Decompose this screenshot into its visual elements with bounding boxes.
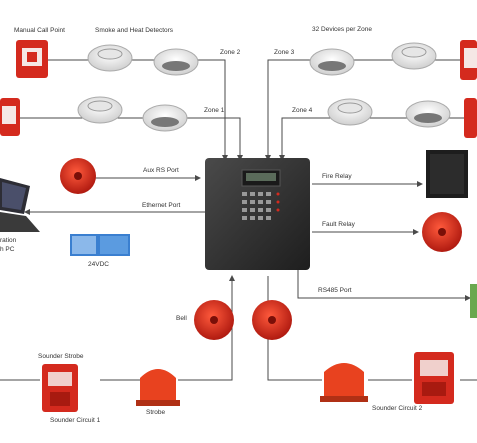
detector-3 bbox=[309, 48, 355, 76]
manual-call-point-top-left bbox=[16, 40, 48, 78]
label-ethernet-port: Ethernet Port bbox=[142, 202, 181, 209]
label-sounder-strobe: Sounder Strobe bbox=[38, 353, 84, 360]
manual-call-point-mid-right bbox=[464, 98, 477, 138]
label-fire-relay: Fire Relay bbox=[322, 173, 352, 180]
manual-call-point-top-right bbox=[460, 40, 477, 80]
bell-aux bbox=[60, 158, 96, 194]
label-zone3: Zone 3 bbox=[274, 49, 295, 56]
label-zone4: Zone 4 bbox=[292, 107, 313, 114]
label-pc-line2: h PC bbox=[0, 246, 15, 253]
rs485-wire bbox=[297, 262, 471, 301]
sounder-circuit1-wire bbox=[0, 276, 232, 381]
laptop-pc bbox=[0, 178, 40, 232]
fire-relay-device bbox=[426, 150, 468, 198]
label-strobe: Strobe bbox=[146, 409, 166, 416]
detector-1 bbox=[87, 44, 133, 72]
label-aux-port: Aux RS Port bbox=[143, 167, 179, 174]
detector-4 bbox=[391, 42, 437, 70]
label-rs485-port: RS485 Port bbox=[318, 287, 352, 294]
manual-call-point-mid-left bbox=[0, 98, 20, 136]
label-zone1: Zone 1 bbox=[204, 107, 225, 114]
bell-fault-relay bbox=[422, 212, 462, 252]
label-pc-line1: ration bbox=[0, 237, 17, 244]
detector-2 bbox=[153, 48, 199, 76]
control-panel bbox=[205, 158, 310, 270]
detector-7 bbox=[327, 98, 373, 126]
label-fault-relay: Fault Relay bbox=[322, 221, 355, 228]
label-zone2: Zone 2 bbox=[220, 49, 241, 56]
sounder-strobe-2 bbox=[414, 352, 454, 404]
bell-1 bbox=[194, 300, 234, 340]
rs485-device bbox=[470, 284, 477, 318]
label-devices-per-zone: 32 Devices per Zone bbox=[312, 26, 372, 33]
strobe-2 bbox=[320, 363, 368, 402]
label-smoke-heat-detectors: Smoke and Heat Detectors bbox=[95, 27, 174, 34]
label-sounder-circuit1: Sounder Circuit 1 bbox=[50, 417, 101, 424]
detector-6 bbox=[142, 104, 188, 132]
sounder-strobe-1 bbox=[42, 364, 78, 412]
zone1-wire bbox=[15, 117, 243, 161]
power-supply-24vdc bbox=[70, 234, 130, 256]
bell-2 bbox=[252, 300, 292, 340]
label-manual-call-point: Manual Call Point bbox=[14, 27, 65, 34]
strobe-1 bbox=[136, 369, 180, 406]
label-24vdc: 24VDC bbox=[88, 261, 109, 268]
label-bell: Bell bbox=[176, 315, 187, 322]
detector-5 bbox=[77, 96, 123, 124]
label-sounder-circuit2: Sounder Circuit 2 bbox=[372, 405, 423, 412]
detector-8 bbox=[405, 100, 451, 128]
